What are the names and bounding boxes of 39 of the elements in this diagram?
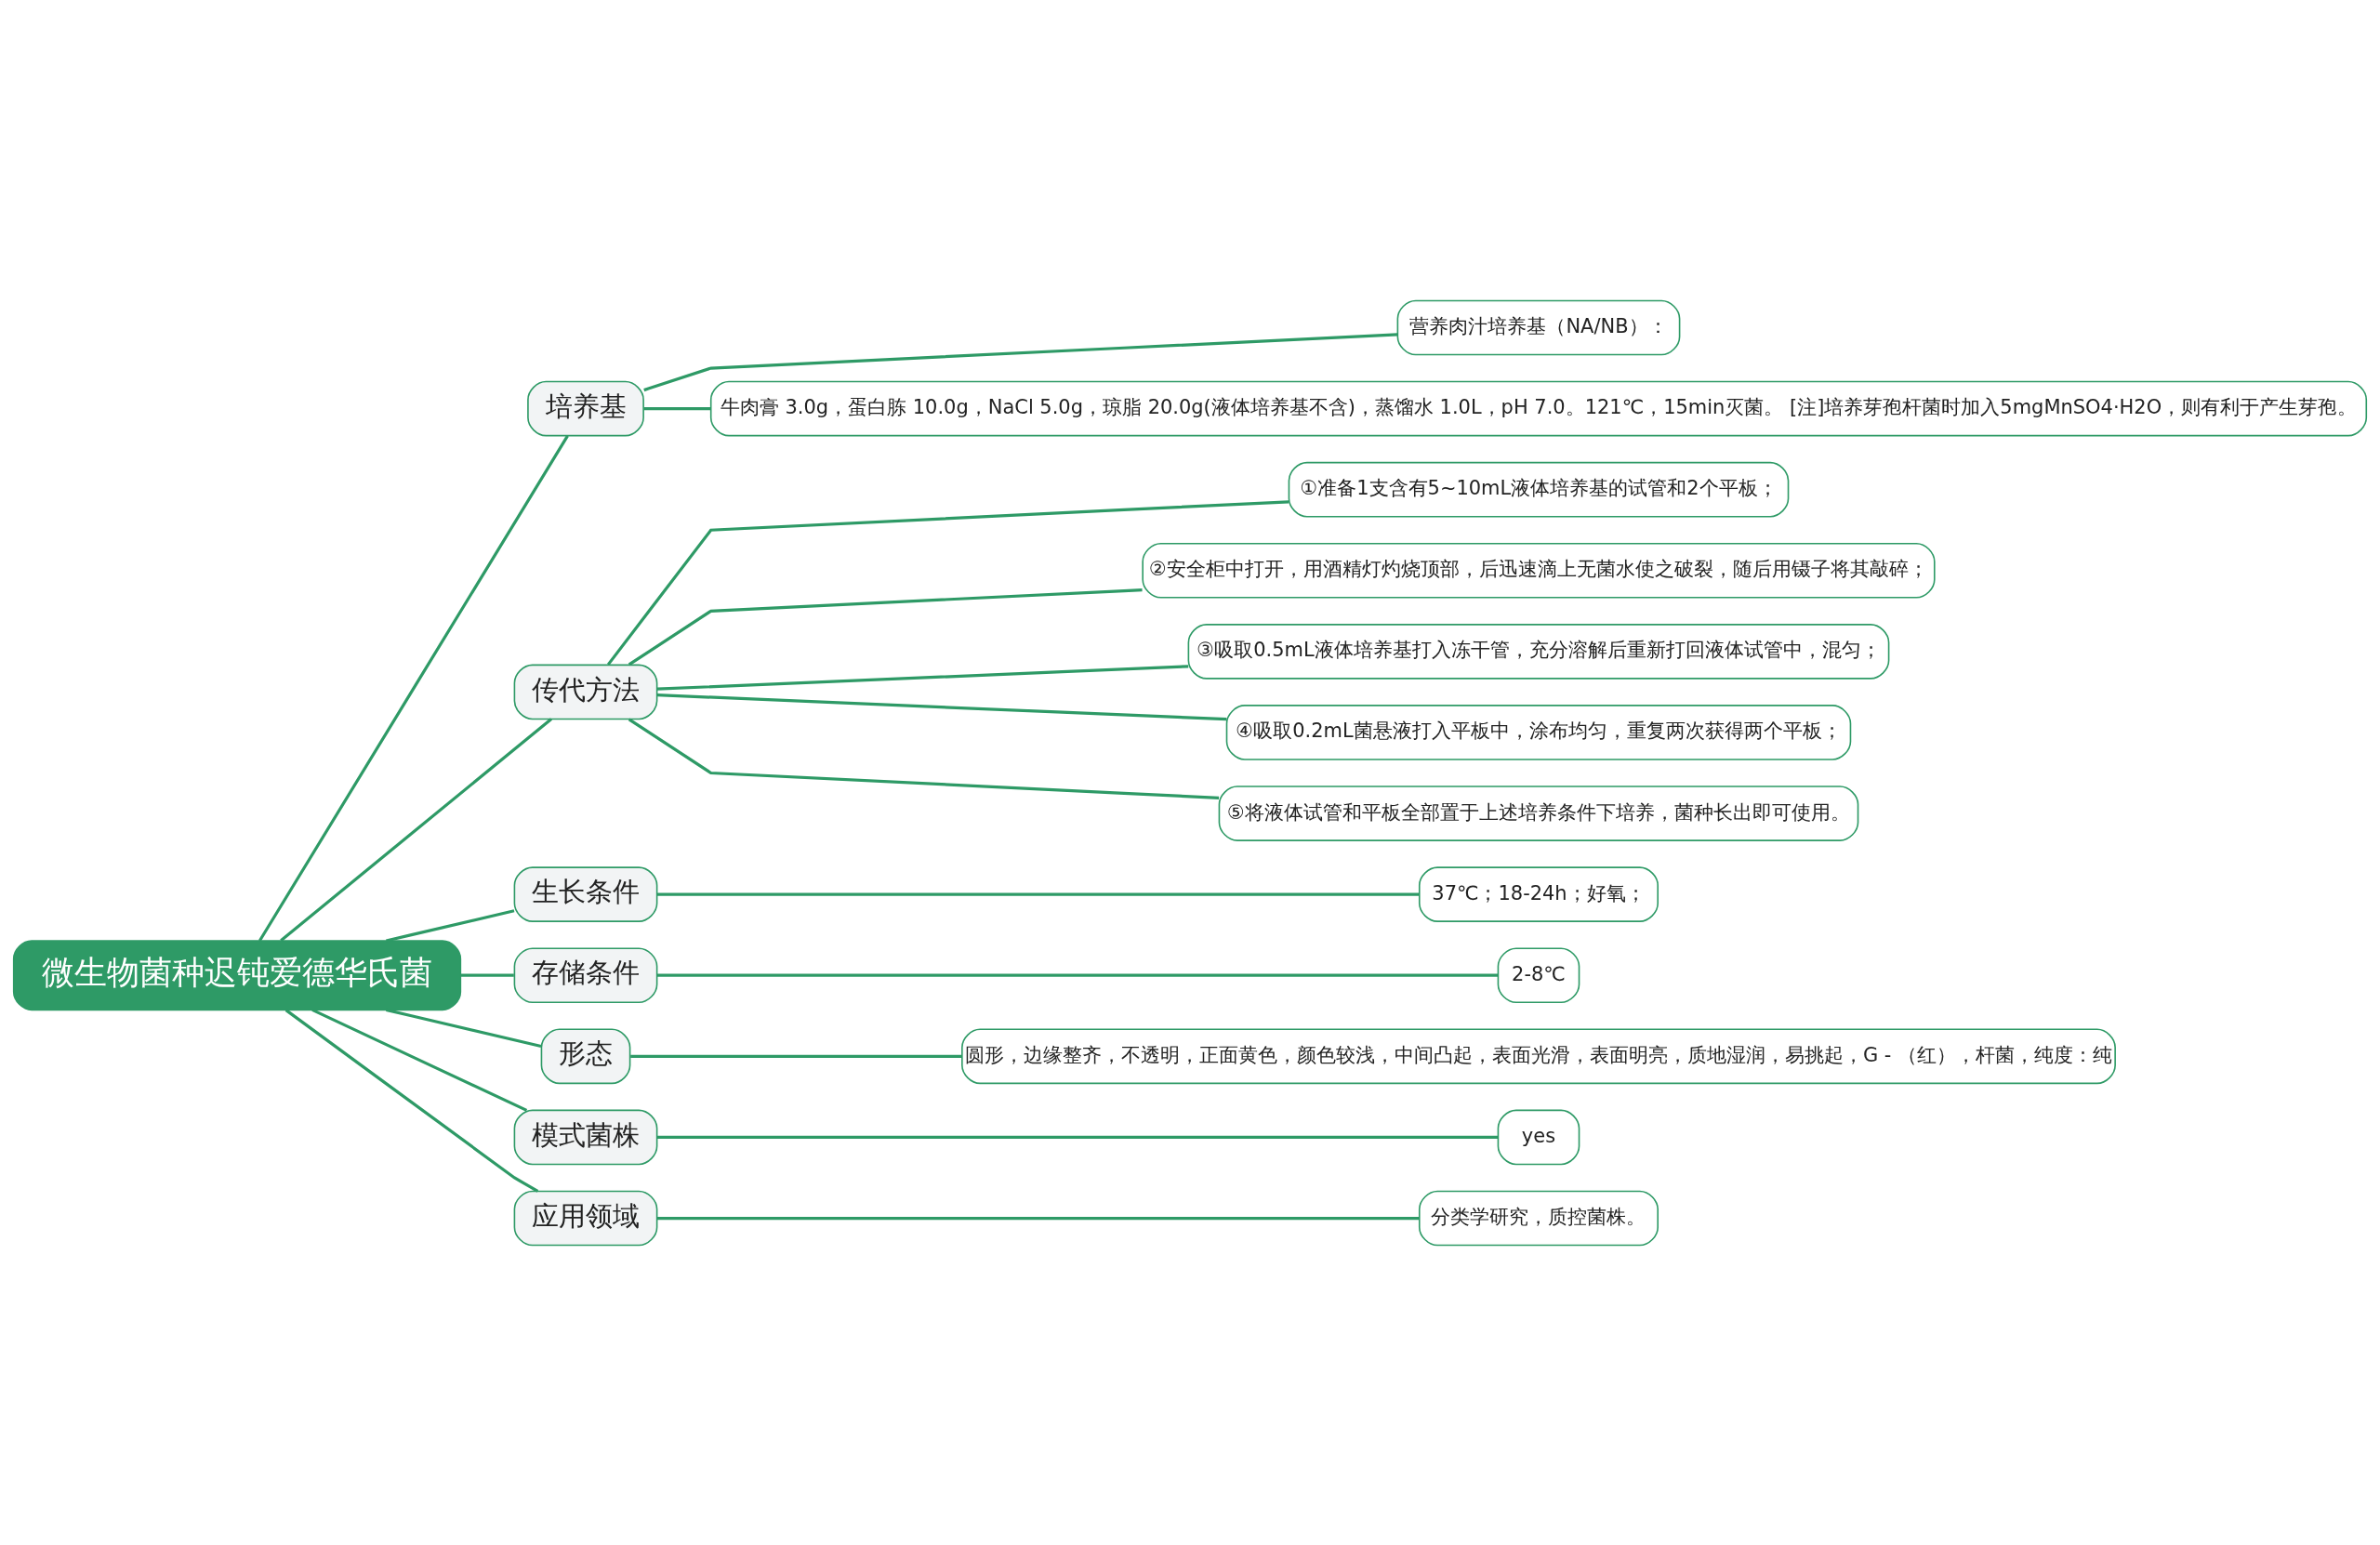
connector bbox=[656, 664, 1189, 691]
node-box: 牛肉膏 3.0g，蛋白胨 10.0g，NaCl 5.0g，琼脂 20.0g(液体培养基不含)，蒸馏水 1.0L，pH 7.0。121℃，15min灭菌。 [注]培养芽孢杆菌时加入5mgMnSO4·H2O，则有利于产生芽孢。 bbox=[709, 380, 2368, 436]
connector bbox=[258, 434, 569, 942]
node-box: ④吸取0.2mL菌悬液打入平板中，涂布均匀，重复两次获得两个平板； bbox=[1225, 704, 1852, 760]
node-box: ③吸取0.5mL液体培养基打入冻干管，充分溶解后重新打回液体试管中，混匀； bbox=[1187, 623, 1890, 680]
connector bbox=[628, 718, 1220, 799]
node-box: ①准备1支含有5~10mL液体培养基的试管和2个平板； bbox=[1288, 461, 1790, 517]
connector bbox=[628, 588, 1143, 666]
node-box: 分类学研究，质控菌株。 bbox=[1418, 1190, 1659, 1246]
node-box: 微生物菌种迟钝爱德华氏菌 bbox=[12, 939, 462, 1010]
node-box: yes bbox=[1497, 1109, 1580, 1165]
connector bbox=[606, 499, 1289, 666]
connector bbox=[656, 1135, 1499, 1139]
node-box: 培养基 bbox=[527, 380, 644, 436]
node-box: 生长条件 bbox=[513, 865, 658, 922]
connector bbox=[656, 693, 1227, 720]
connector bbox=[386, 908, 515, 943]
connector bbox=[284, 1008, 539, 1193]
node-box: 传代方法 bbox=[513, 664, 658, 720]
connector bbox=[656, 973, 1499, 977]
node-box: 形态 bbox=[540, 1028, 631, 1084]
connector bbox=[656, 1216, 1420, 1220]
connector bbox=[311, 1008, 528, 1112]
node-box: 模式菌株 bbox=[513, 1109, 658, 1165]
connector bbox=[460, 973, 514, 977]
node-box: ⑤将液体试管和平板全部置于上述培养条件下培养，菌种长出即可使用。 bbox=[1218, 785, 1859, 841]
connector bbox=[630, 1054, 962, 1058]
node-box: 营养肉汁培养基（NA/NB）： bbox=[1396, 299, 1681, 355]
node-box: ②安全柜中打开，用酒精灯灼烧顶部，后迅速滴上无菌水使之破裂，随后用镊子将其敲碎； bbox=[1142, 542, 1936, 599]
node-box: 37℃；18-24h；好氧； bbox=[1418, 865, 1659, 922]
node-box: 应用领域 bbox=[513, 1190, 658, 1246]
connector bbox=[386, 1008, 542, 1048]
connector bbox=[643, 406, 711, 410]
node-box: 存储条件 bbox=[513, 946, 658, 1003]
connector bbox=[280, 717, 552, 942]
node-box: 圆形，边缘整齐，不透明，正面黄色，颜色较浅，中间凸起，表面光滑，表面明亮，质地湿润，易挑起，G - （红），杆菌，纯度：纯 bbox=[961, 1028, 2116, 1084]
connector bbox=[643, 332, 1398, 391]
connector bbox=[656, 892, 1420, 896]
node-box: 2-8℃ bbox=[1497, 946, 1580, 1003]
